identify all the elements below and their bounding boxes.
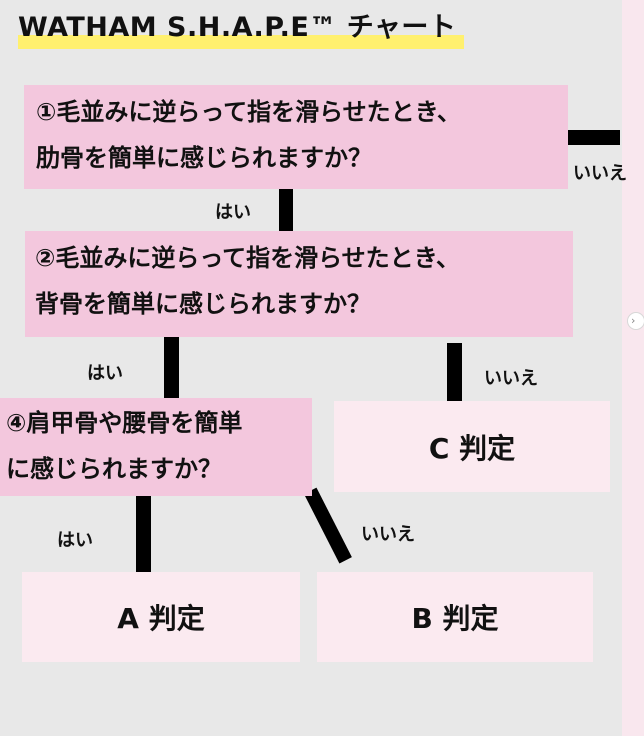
question-2-line-1: ②毛並みに逆らって指を滑らせたとき、 <box>35 244 460 272</box>
result-c-box: C 判定 <box>334 401 610 492</box>
connector-q4-yes <box>136 496 151 572</box>
connector-q1-yes <box>279 189 293 231</box>
connector-q2-no <box>447 343 462 401</box>
question-1-line-2: 肋骨を簡単に感じられますか？ <box>36 144 372 172</box>
result-a-label: A 判定 <box>117 602 205 635</box>
result-b-label: B 判定 <box>411 602 499 635</box>
question-4-line-2: に感じられますか？ <box>6 455 222 483</box>
result-a-box: A 判定 <box>22 572 300 662</box>
right-edge-strip <box>622 0 644 736</box>
connector-q1-no-horizontal <box>566 130 620 145</box>
q4-yes-label: はい <box>57 530 93 551</box>
chart-title-wrap: WATHAM S.H.A.P.E™ チャート <box>18 8 464 49</box>
connector-q2-yes <box>164 337 179 401</box>
q2-no-label: いいえ <box>484 368 538 389</box>
question-1-box: ①毛並みに逆らって指を滑らせたとき、 肋骨を簡単に感じられますか？ <box>24 85 568 189</box>
chart-title: WATHAM S.H.A.P.E™ チャート <box>18 12 457 43</box>
question-4-box: ④肩甲骨や腰骨を簡単 に感じられますか？ <box>0 398 312 496</box>
next-arrow-icon[interactable]: › <box>627 312 644 330</box>
q4-no-label: いいえ <box>361 524 415 545</box>
q2-yes-label: はい <box>87 363 123 384</box>
question-2-line-2: 背骨を簡単に感じられますか？ <box>35 290 371 318</box>
result-b-box: B 判定 <box>317 572 593 662</box>
result-c-label: C 判定 <box>428 431 516 465</box>
title-highlight <box>18 35 464 49</box>
question-2-box: ②毛並みに逆らって指を滑らせたとき、 背骨を簡単に感じられますか？ <box>25 231 573 337</box>
question-1-line-1: ①毛並みに逆らって指を滑らせたとき、 <box>36 98 461 126</box>
connector-q4-no <box>304 487 352 564</box>
question-4-line-1: ④肩甲骨や腰骨を簡単 <box>6 409 243 437</box>
q1-yes-label: はい <box>215 202 251 223</box>
q1-no-label: いいえ <box>573 163 627 184</box>
